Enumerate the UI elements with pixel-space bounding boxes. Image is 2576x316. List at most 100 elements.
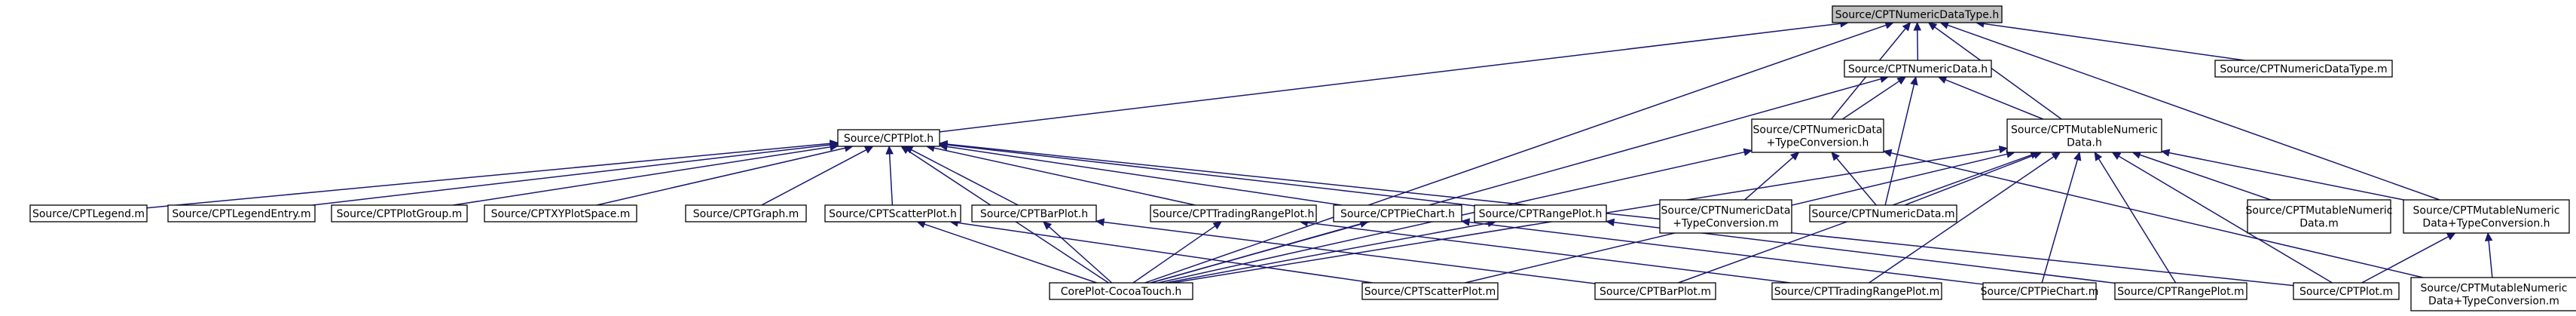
node-box[interactable] xyxy=(1751,118,1884,153)
node-box[interactable] xyxy=(331,204,468,222)
edge-arrowhead xyxy=(2073,151,2082,161)
edge-arrowhead xyxy=(829,143,839,152)
graph-node[interactable]: Source/CPTNumericData.h xyxy=(1844,60,1992,78)
edge-n23-to-n5 xyxy=(1869,156,2055,284)
graph-node[interactable]: Source/CPTLegendEntry.m xyxy=(167,204,316,222)
node-box[interactable] xyxy=(2293,282,2400,300)
edge-n12-to-n3 xyxy=(911,149,1019,206)
node-label: +TypeConversion.m xyxy=(1673,218,1778,230)
node-box[interactable] xyxy=(2214,60,2393,78)
node-label: Source/CPTTradingRangePlot.h xyxy=(1153,208,1315,220)
edge-n19-to-n5 xyxy=(2168,152,2404,201)
node-box[interactable] xyxy=(1150,204,1317,222)
node-box[interactable] xyxy=(1049,282,1193,300)
node-box[interactable] xyxy=(837,129,940,147)
edge-n20-to-n13 xyxy=(1132,225,1216,284)
node-box[interactable] xyxy=(2410,277,2576,311)
edge-n2-to-n0 xyxy=(1983,23,2245,61)
node-box[interactable] xyxy=(685,204,807,222)
graph-node[interactable]: Source/CPTXYPlotSpace.m xyxy=(484,204,637,222)
edge-arrowhead xyxy=(1212,221,1223,230)
graph-node[interactable]: Source/CPTTradingRangePlot.m xyxy=(1771,282,1942,300)
graph-node[interactable]: Source/CPTScatterPlot.m xyxy=(1361,282,1499,300)
edge-n23-to-n13 xyxy=(1307,222,1791,284)
graph-node[interactable]: Source/CPTMutableNumericData+TypeConvers… xyxy=(2403,199,2570,234)
graph-node[interactable]: Source/CPTNumericDataType.m xyxy=(2214,60,2393,78)
graph-node[interactable]: Source/CPTPlot.h xyxy=(837,129,940,147)
edge-arrowhead xyxy=(1910,75,1918,86)
node-box[interactable] xyxy=(1659,199,1792,234)
edge-n20-to-n14 xyxy=(1150,222,1361,284)
node-box[interactable] xyxy=(2006,118,2162,153)
node-label: Source/CPTMutableNumeric xyxy=(2413,205,2560,217)
graph-node[interactable]: Source/CPTBarPlot.h xyxy=(971,204,1097,222)
edge-n5-to-n1 xyxy=(1945,79,2044,120)
graph-node[interactable]: Source/CPTPlotGroup.m xyxy=(331,204,468,222)
node-label: Source/CPTScatterPlot.h xyxy=(829,208,957,220)
node-box[interactable] xyxy=(824,204,961,222)
edge-arrowhead xyxy=(2160,149,2171,157)
node-box[interactable] xyxy=(1844,60,1992,78)
node-box[interactable] xyxy=(2114,282,2248,300)
node-box[interactable] xyxy=(29,204,148,222)
node-label: Data+TypeConversion.h xyxy=(2422,218,2550,230)
node-box[interactable] xyxy=(2247,199,2391,234)
node-box[interactable] xyxy=(1594,282,1716,300)
edge-arrowhead xyxy=(1998,145,2009,154)
graph-node[interactable]: Source/CPTRangePlot.h xyxy=(1474,204,1607,222)
node-label: Source/CPTRangePlot.m xyxy=(2117,286,2244,298)
graph-node[interactable]: Source/CPTPlot.m xyxy=(2293,282,2400,300)
graph-node[interactable]: Source/CPTTradingRangePlot.h xyxy=(1150,204,1317,222)
edge-arrowhead xyxy=(1831,152,1840,161)
node-box[interactable] xyxy=(1771,282,1942,300)
node-box[interactable] xyxy=(1982,282,2097,300)
edge-n16-to-n4 xyxy=(1744,157,1794,201)
node-box[interactable] xyxy=(2403,199,2570,234)
node-box[interactable] xyxy=(1333,204,1462,222)
node-box[interactable] xyxy=(167,204,316,222)
edge-arrowhead xyxy=(938,140,948,149)
edge-n11-to-n3 xyxy=(888,153,894,206)
graph-node[interactable]: Source/CPTNumericData+TypeConversion.h xyxy=(1751,118,1884,153)
graph-node[interactable]: Source/CPTBarPlot.m xyxy=(1594,282,1716,300)
node-box[interactable] xyxy=(1809,204,1957,222)
node-label: Source/CPTRangePlot.h xyxy=(1479,208,1603,220)
edge-arrowhead xyxy=(1882,149,1893,158)
node-label: Source/CPTMutableNumeric xyxy=(2246,205,2393,217)
graph-node[interactable]: Source/CPTNumericData+TypeConversion.m xyxy=(1659,199,1792,234)
graph-node[interactable]: Source/CPTGraph.m xyxy=(685,204,807,222)
edge-arrowhead xyxy=(2094,151,2103,161)
edge-n26-to-n19 xyxy=(2361,236,2449,284)
edge-n24-to-n5 xyxy=(2041,159,2079,284)
graph-node[interactable]: Source/CPTRangePlot.m xyxy=(2114,282,2248,300)
edge-n20-to-n12 xyxy=(1048,226,1113,284)
node-label: Source/CPTNumericData xyxy=(1661,205,1791,217)
node-label: Source/CPTNumericDataType.h xyxy=(1835,9,1999,21)
graph-node[interactable]: Source/CPTLegend.m xyxy=(29,204,148,222)
edge-arrowhead xyxy=(1937,76,1948,84)
edge-arrowhead xyxy=(1790,152,1800,161)
graph-node[interactable]: CorePlot-CocoaTouch.h xyxy=(1049,282,1193,300)
node-box[interactable] xyxy=(484,204,637,222)
graph-node[interactable]: Source/CPTScatterPlot.h xyxy=(824,204,961,222)
edge-n25-to-n5 xyxy=(2098,158,2177,284)
node-label: Source/CPTScatterPlot.m xyxy=(1364,286,1496,298)
node-box[interactable] xyxy=(1832,5,2003,23)
node-box[interactable] xyxy=(971,204,1097,222)
edge-arrowhead xyxy=(2446,232,2456,241)
graph-node[interactable]: Source/CPTMutableNumericData+TypeConvers… xyxy=(2410,277,2576,311)
edge-n26-to-n5 xyxy=(2118,155,2333,284)
graph-node[interactable]: Source/CPTNumericData.m xyxy=(1809,204,1957,222)
node-box[interactable] xyxy=(1474,204,1607,222)
node-label: Source/CPTXYPlotSpace.m xyxy=(491,208,631,220)
graph-node[interactable]: Source/CPTPieChart.m xyxy=(1981,282,2099,300)
node-box[interactable] xyxy=(1361,282,1499,300)
graph-node[interactable]: Source/CPTPieChart.h xyxy=(1333,204,1462,222)
graph-node-root[interactable]: Source/CPTNumericDataType.h xyxy=(1832,5,2003,23)
node-label: Source/CPTBarPlot.m xyxy=(1600,286,1711,298)
edge-arrowhead xyxy=(1605,218,1615,227)
edge-layer xyxy=(146,20,2493,287)
